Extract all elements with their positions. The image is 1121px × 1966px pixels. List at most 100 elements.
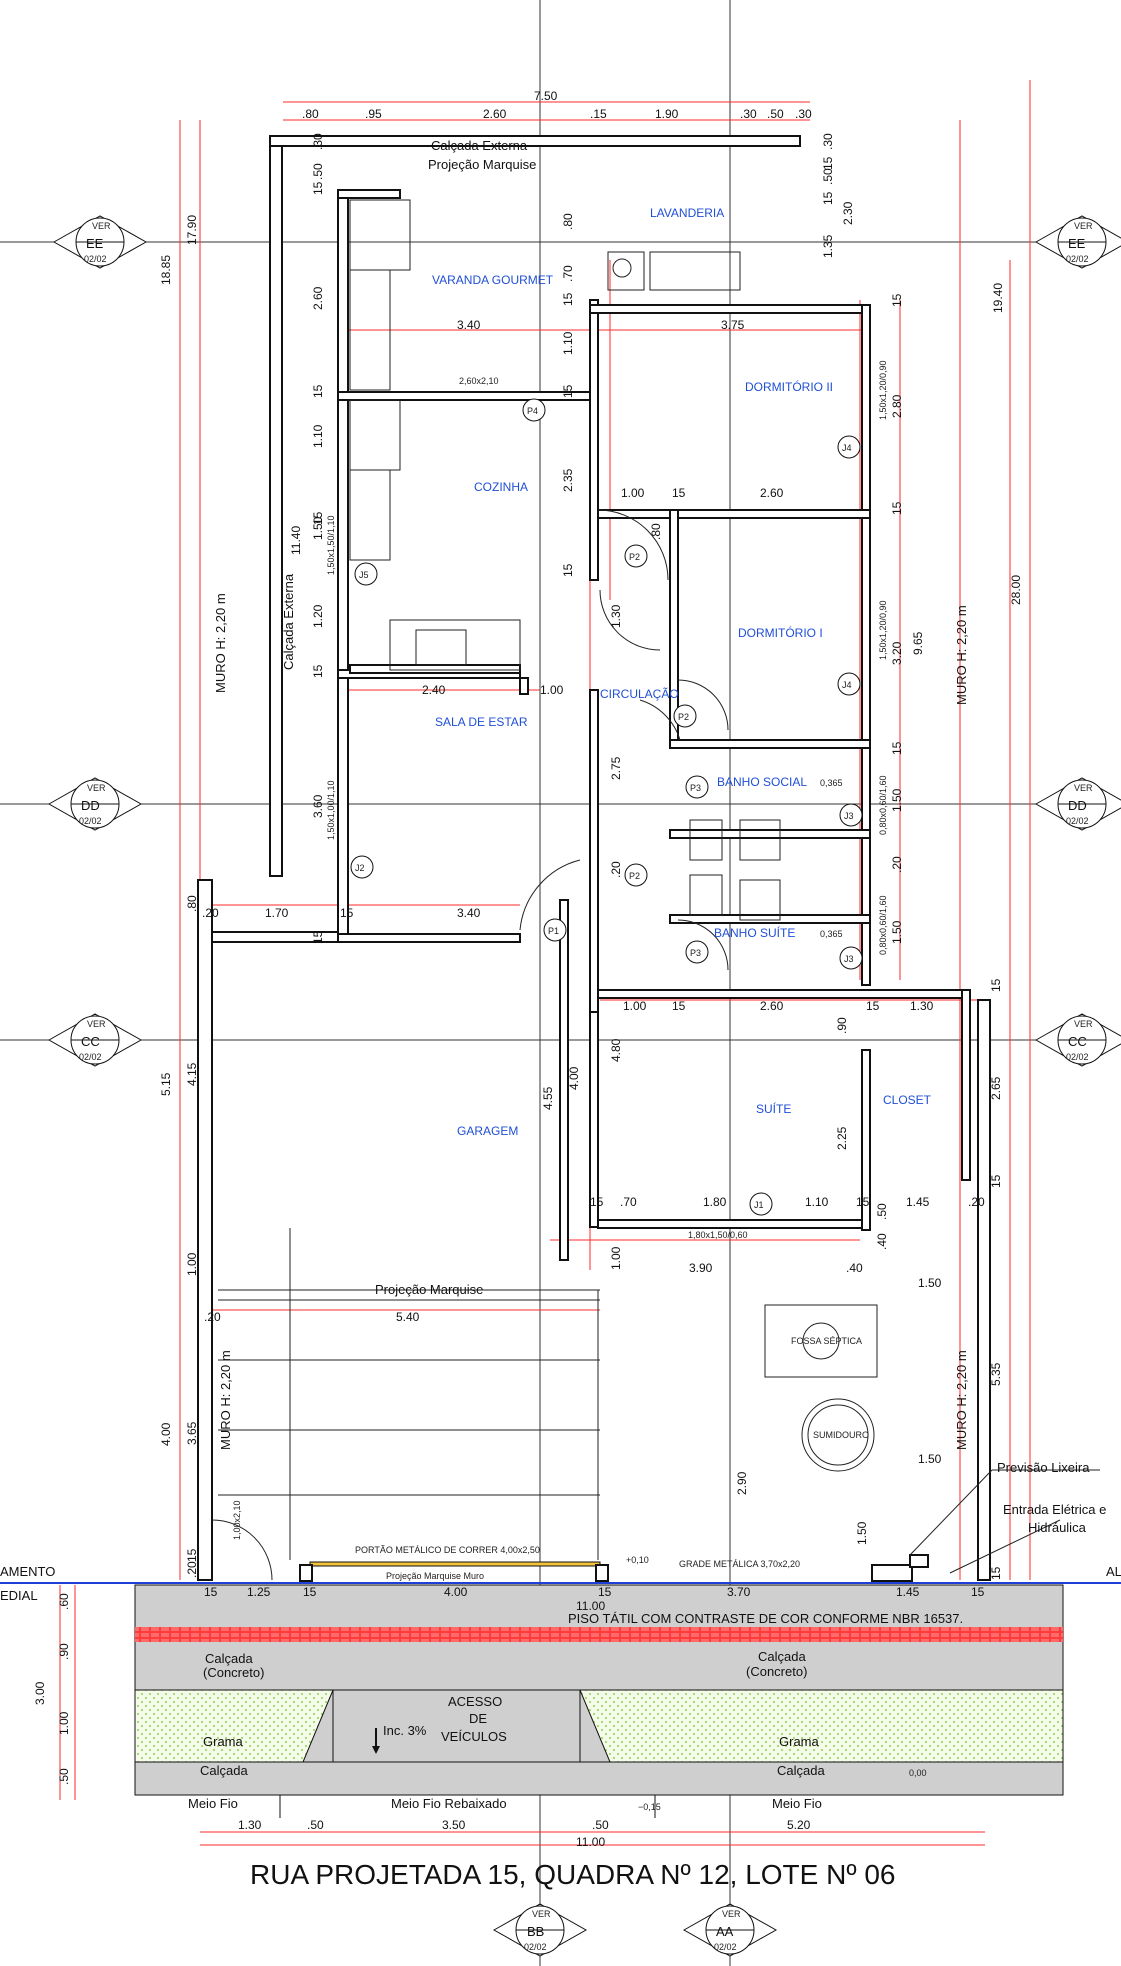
svg-text:3.90: 3.90	[689, 1261, 713, 1275]
svg-text:4.00: 4.00	[567, 1066, 581, 1090]
level-015: −0,15	[638, 1802, 661, 1812]
svg-text:5.15: 5.15	[159, 1072, 173, 1096]
svg-text:4.00: 4.00	[444, 1585, 468, 1599]
svg-text:.20: .20	[202, 906, 219, 920]
svg-text:15: 15	[561, 563, 575, 577]
level-365b: 0,365	[820, 929, 843, 939]
opening-sala-window: 1,50x1,00/1,10	[326, 780, 336, 840]
svg-text:.50: .50	[311, 163, 325, 180]
svg-text:15: 15	[311, 664, 325, 678]
svg-text:3.60: 3.60	[311, 794, 325, 818]
door-p3b: P3	[690, 948, 701, 958]
marker-cc-right: CC	[1068, 1034, 1087, 1049]
svg-text:02/02: 02/02	[1066, 1052, 1089, 1062]
svg-text:3.40: 3.40	[457, 318, 481, 332]
svg-text:3.75: 3.75	[721, 318, 745, 332]
room-banho-social: BANHO SOCIAL	[717, 775, 807, 789]
septic-area: FOSSA SÉPTICA SUMIDOURO	[764, 1304, 878, 1472]
room-garagem: GARAGEM	[457, 1124, 518, 1138]
door-p2a: P2	[629, 552, 640, 562]
label-inclinacao: Inc. 3%	[383, 1723, 427, 1738]
svg-text:VER: VER	[1074, 783, 1093, 793]
svg-text:28.00: 28.00	[1009, 575, 1023, 605]
svg-text:9.65: 9.65	[911, 631, 925, 655]
svg-text:15: 15	[989, 1174, 1003, 1188]
svg-text:.50: .50	[592, 1818, 609, 1832]
label-muro-right-low: MURO H: 2,20 m	[954, 1350, 969, 1450]
door-j2: J2	[355, 863, 365, 873]
svg-text:.30: .30	[740, 107, 757, 121]
svg-text:.95: .95	[365, 107, 382, 121]
room-lavanderia: LAVANDERIA	[650, 206, 724, 220]
svg-text:1.30: 1.30	[910, 999, 934, 1013]
svg-text:VER: VER	[532, 1909, 551, 1919]
marker-aa: AA	[716, 1924, 734, 1939]
label-calcada-concreto-l2: (Concreto)	[203, 1665, 264, 1680]
svg-text:VER: VER	[87, 783, 106, 793]
svg-text:19.40: 19.40	[991, 283, 1005, 313]
svg-text:15: 15	[672, 999, 686, 1013]
svg-text:3.65: 3.65	[185, 1421, 199, 1445]
svg-text:.90: .90	[835, 1017, 849, 1034]
label-meio-fio-left: Meio Fio	[188, 1796, 238, 1811]
door-p2b: P2	[678, 712, 689, 722]
svg-text:.40: .40	[846, 1261, 863, 1275]
svg-text:2.35: 2.35	[561, 468, 575, 492]
svg-text:.20: .20	[609, 861, 623, 878]
svg-text:1.00: 1.00	[540, 683, 564, 697]
street-title: RUA PROJETADA 15, QUADRA Nº 12, LOTE Nº …	[250, 1859, 895, 1890]
svg-text:.70: .70	[561, 265, 575, 282]
door-j4a: J4	[842, 443, 852, 453]
label-predial-left: EDIAL	[0, 1588, 38, 1603]
svg-text:5.40: 5.40	[396, 1310, 420, 1324]
svg-text:.80: .80	[561, 213, 575, 230]
svg-text:.40: .40	[875, 1233, 889, 1250]
svg-text:1.50: 1.50	[918, 1276, 942, 1290]
svg-text:15: 15	[311, 930, 325, 944]
level-365a: 0,365	[820, 778, 843, 788]
room-banho-suite: BANHO SUÍTE	[714, 925, 795, 940]
svg-text:1.25: 1.25	[247, 1585, 271, 1599]
svg-text:15: 15	[890, 293, 904, 307]
svg-text:2.90: 2.90	[735, 1471, 749, 1495]
opening-dorm1-window: 1,50x1,20/0,90	[878, 600, 888, 660]
label-entrada-1: Entrada Elétrica e	[1003, 1502, 1106, 1517]
svg-text:.80: .80	[649, 523, 663, 540]
marker-cc-left: CC	[81, 1034, 100, 1049]
svg-text:3.40: 3.40	[457, 906, 481, 920]
svg-text:2.30: 2.30	[841, 201, 855, 225]
svg-text:17.90: 17.90	[185, 215, 199, 245]
door-j3b: J3	[844, 954, 854, 964]
room-dormitorio-1: DORMITÓRIO I	[738, 625, 823, 640]
svg-text:1.35: 1.35	[821, 234, 835, 258]
label-previsao-lixeira: Previsão Lixeira	[997, 1460, 1090, 1475]
svg-text:1.30: 1.30	[238, 1818, 262, 1832]
svg-text:1.10: 1.10	[561, 331, 575, 355]
gate	[299, 1554, 929, 1582]
svg-text:15: 15	[204, 1585, 218, 1599]
svg-text:02/02: 02/02	[1066, 254, 1089, 264]
dims-inner: .80 .70 15 1.10 15 2.35 15 1.30 2.75 .20…	[202, 213, 985, 1545]
svg-text:.50: .50	[875, 1203, 889, 1220]
fossa-label: FOSSA SÉPTICA	[791, 1336, 862, 1346]
svg-text:1.00: 1.00	[623, 999, 647, 1013]
svg-text:15: 15	[561, 292, 575, 306]
svg-text:15: 15	[311, 181, 325, 195]
svg-text:4.00: 4.00	[159, 1422, 173, 1446]
svg-text:5.35: 5.35	[989, 1362, 1003, 1386]
svg-text:1.50: 1.50	[855, 1521, 869, 1545]
svg-text:15: 15	[866, 999, 880, 1013]
svg-text:1.00: 1.00	[621, 486, 645, 500]
svg-text:1.00: 1.00	[185, 1252, 199, 1276]
label-grade: GRADE METÁLICA 3,70x2,20	[679, 1559, 800, 1569]
svg-text:15: 15	[989, 1566, 1003, 1580]
opening-bs-window: 0,80x0,60/1,60	[878, 775, 888, 835]
svg-text:2.25: 2.25	[835, 1126, 849, 1150]
svg-text:3.20: 3.20	[890, 641, 904, 665]
svg-text:02/02: 02/02	[1066, 816, 1089, 826]
label-acesso-1: ACESSO	[448, 1694, 502, 1709]
svg-text:.30: .30	[795, 107, 812, 121]
door-swings	[211, 509, 729, 1581]
svg-text:4.15: 4.15	[185, 1062, 199, 1086]
room-closet: CLOSET	[883, 1093, 932, 1107]
